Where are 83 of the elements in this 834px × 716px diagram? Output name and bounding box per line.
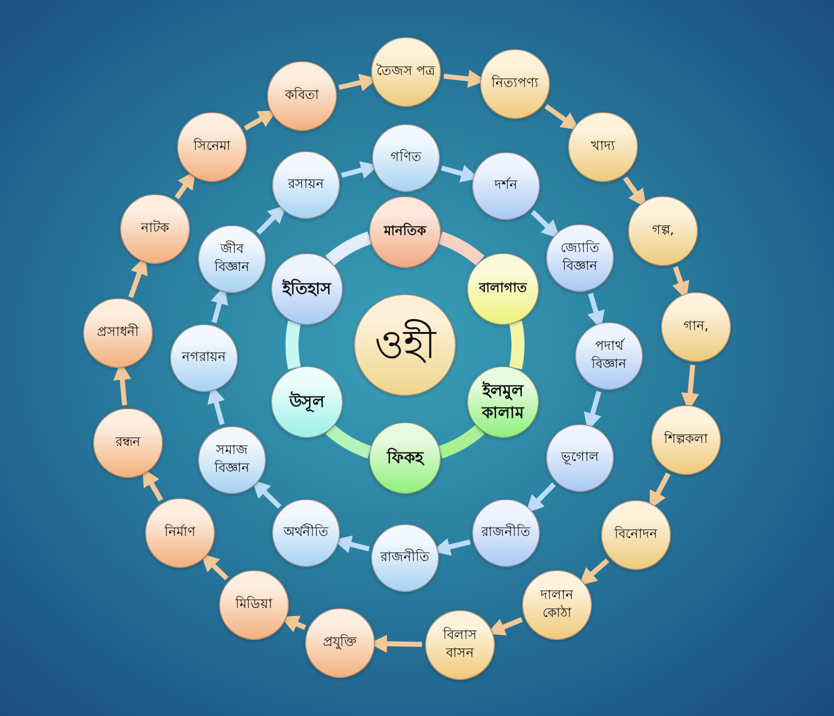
topic-circle	[372, 124, 440, 192]
topic-circle	[661, 292, 731, 362]
topic-label: ভূগোল	[560, 449, 600, 467]
topic-circle	[472, 499, 540, 567]
topic-circle	[198, 225, 266, 293]
topic-label: খাদ্য	[590, 138, 616, 156]
topic-label: ফিকহ	[386, 447, 426, 469]
topic-circle	[145, 498, 215, 568]
topic-circle	[170, 324, 238, 392]
topic-label: মিডিয়া	[234, 596, 274, 614]
topic-label: নগরায়ন	[180, 349, 227, 367]
topic-label: জীব বিজ্ঞান	[213, 241, 250, 277]
arrow	[252, 480, 282, 509]
topic-label: গান,	[682, 318, 710, 336]
topic-circle	[272, 151, 340, 219]
ring-segment	[326, 232, 372, 266]
topic-circle	[177, 112, 247, 182]
topic-circle	[369, 422, 441, 494]
topic-label: তৈজস পত্র	[375, 63, 437, 81]
ring-segment	[438, 424, 484, 458]
topic-label: সমাজ বিজ্ঞান	[213, 442, 250, 478]
topic-label: প্রযুক্তি	[322, 634, 358, 652]
topic-label: নির্মাণ	[163, 524, 196, 542]
topic-circle	[601, 500, 671, 570]
topic-label: নাটক	[140, 220, 170, 238]
ring-segment	[326, 424, 372, 458]
topic-label: ইলমুল কালাম	[480, 380, 526, 424]
topic-label: ইতিহাস	[281, 278, 333, 300]
topic-circle	[651, 405, 721, 475]
topic-circle	[425, 610, 495, 680]
topic-circle	[522, 570, 592, 640]
arrow	[200, 553, 229, 580]
topic-circle	[198, 426, 266, 494]
arrow	[578, 558, 610, 586]
arrow	[526, 482, 556, 514]
topic-label: দর্শন	[493, 177, 518, 195]
ring-segment	[509, 321, 524, 369]
topic-circle	[271, 366, 344, 438]
ring-segment	[286, 321, 301, 369]
topic-label: জ্যোতি বিজ্ঞান	[560, 240, 600, 276]
arrow	[256, 204, 286, 235]
topic-label: ওহী	[370, 318, 440, 372]
topic-label: গল্প,	[650, 222, 676, 240]
topic-circle	[371, 37, 441, 107]
topic-circle	[371, 524, 439, 592]
topic-circle	[271, 252, 344, 324]
topic-label: মানতিক	[382, 223, 428, 241]
topic-circle	[272, 499, 340, 567]
ring-segment	[438, 232, 484, 266]
topic-label: গণিত	[390, 149, 422, 167]
topic-circle	[575, 322, 643, 390]
topic-label: রাজনীতি	[379, 549, 430, 567]
topic-circle	[120, 194, 190, 264]
topic-label: উসূল	[288, 390, 326, 412]
topic-circle	[267, 61, 337, 131]
arrow	[530, 210, 560, 238]
topic-circle	[83, 298, 153, 368]
topic-circle	[480, 49, 550, 119]
topic-circle	[219, 570, 289, 640]
topic-label: বালাগাত	[478, 280, 528, 298]
topic-circle	[466, 252, 539, 324]
topic-circle	[93, 408, 163, 478]
topic-label: রন্ধন	[114, 434, 142, 452]
topic-label: পদার্থ বিজ্ঞান	[590, 338, 628, 374]
topic-label: প্রসাধনী	[96, 324, 140, 342]
topic-circle	[568, 112, 638, 182]
topic-circle	[628, 196, 698, 266]
topic-label: অর্থনীতি	[282, 524, 330, 542]
topic-label: বিনোদন	[613, 526, 658, 544]
topic-label: রাজনীতি	[480, 524, 532, 542]
topic-label: রসায়ন	[286, 176, 325, 194]
topic-label: শিল্পকলা	[662, 431, 709, 449]
topic-circle	[546, 224, 614, 292]
topic-label: বিলাস বাসন	[442, 627, 478, 663]
topic-circle	[305, 608, 375, 678]
topic-circle	[369, 196, 441, 268]
topic-circle	[466, 366, 539, 438]
topic-label: নিত্যপণ্য	[490, 75, 540, 93]
topic-circle	[472, 152, 540, 220]
topic-circle	[546, 424, 614, 492]
topic-label: কবিতা	[284, 87, 320, 105]
topic-label: দালান কোঠা	[539, 587, 574, 623]
topic-label: সিনেমা	[192, 138, 232, 156]
